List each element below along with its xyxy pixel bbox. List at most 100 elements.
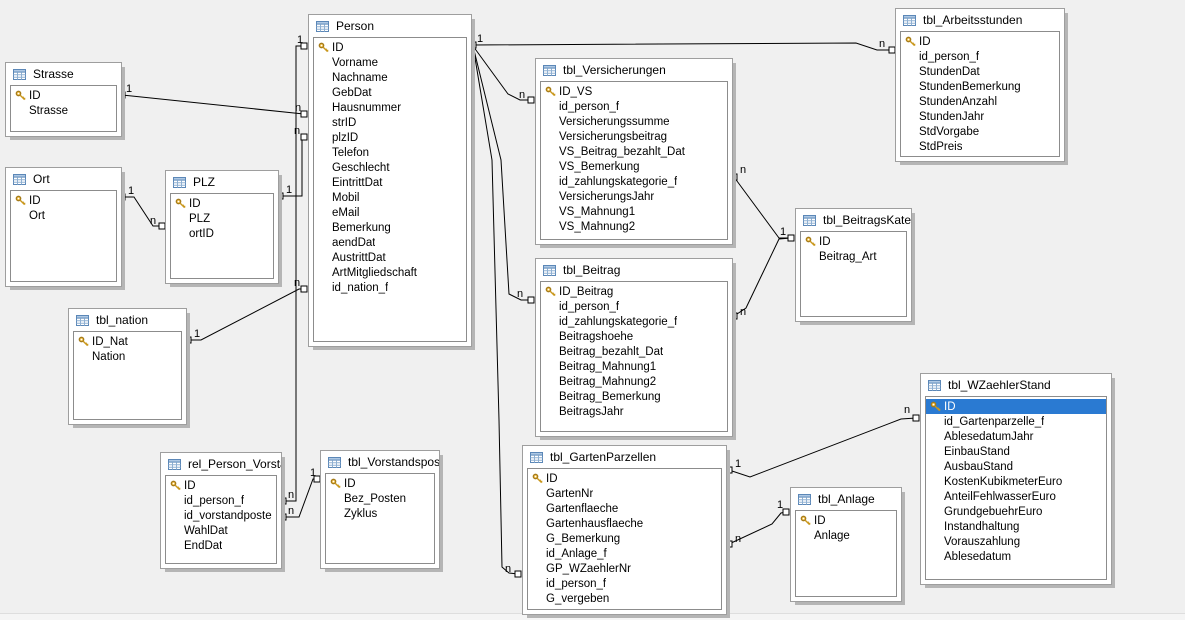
relationship-line-person-to-tbl_arbeitsstunden[interactable] bbox=[472, 42, 892, 51]
table-header[interactable]: tbl_Arbeitsstunden bbox=[896, 9, 1064, 31]
field-row-G_vergeben[interactable]: G_vergeben bbox=[528, 591, 721, 606]
field-row-Anlage[interactable]: Anlage bbox=[796, 528, 896, 543]
field-row-AusbauStand[interactable]: AusbauStand bbox=[926, 459, 1106, 474]
field-row-StundenAnzahl[interactable]: StundenAnzahl bbox=[901, 94, 1059, 109]
table-header[interactable]: PLZ bbox=[166, 171, 278, 193]
field-row-Nation[interactable]: Nation bbox=[74, 349, 181, 364]
table-header[interactable]: tbl_Anlage bbox=[791, 488, 901, 510]
field-row-VS_Mahnung2[interactable]: VS_Mahnung2 bbox=[541, 219, 727, 234]
field-row-Vorauszahlung[interactable]: Vorauszahlung bbox=[926, 534, 1106, 549]
field-row-ID[interactable]: ID bbox=[796, 513, 896, 528]
table-header[interactable]: rel_Person_Vorsta bbox=[161, 453, 281, 475]
field-row-id_Anlage_f[interactable]: id_Anlage_f bbox=[528, 546, 721, 561]
field-row-StdVorgabe[interactable]: StdVorgabe bbox=[901, 124, 1059, 139]
field-row-Zyklus[interactable]: Zyklus bbox=[326, 506, 434, 521]
relationship-line-tbl_gartenparzellen-to-tbl_wzaehlerstand[interactable] bbox=[728, 417, 917, 478]
field-row-ID[interactable]: ID bbox=[11, 193, 116, 208]
field-row-GebDat[interactable]: GebDat bbox=[314, 85, 466, 100]
field-row-Gartenflaeche[interactable]: Gartenflaeche bbox=[528, 501, 721, 516]
field-row-GP_WZaehlerNr[interactable]: GP_WZaehlerNr bbox=[528, 561, 721, 576]
field-row-ID_Beitrag[interactable]: ID_Beitrag bbox=[541, 284, 727, 299]
field-row-GartenNr[interactable]: GartenNr bbox=[528, 486, 721, 501]
table-header[interactable]: tbl_BeitragsKateg bbox=[796, 209, 911, 231]
field-row-Versicherungssumme[interactable]: Versicherungssumme bbox=[541, 114, 727, 129]
field-row-VersicherungsJahr[interactable]: VersicherungsJahr bbox=[541, 189, 727, 204]
field-row-Ort[interactable]: Ort bbox=[11, 208, 116, 223]
field-row-id_nation_f[interactable]: id_nation_f bbox=[314, 280, 466, 295]
field-row-id_Gartenparzelle_f[interactable]: id_Gartenparzelle_f bbox=[926, 414, 1106, 429]
relationship-line-strasse-to-person[interactable] bbox=[121, 94, 305, 115]
field-row-Beitrag_bezahlt_Dat[interactable]: Beitrag_bezahlt_Dat bbox=[541, 344, 727, 359]
field-row-KostenKubikmeterEuro[interactable]: KostenKubikmeterEuro bbox=[926, 474, 1106, 489]
field-row-id_vorstandposte[interactable]: id_vorstandposte bbox=[166, 508, 276, 523]
field-row-id_person_f[interactable]: id_person_f bbox=[528, 576, 721, 591]
field-row-StdPreis[interactable]: StdPreis bbox=[901, 139, 1059, 154]
field-row-id_person_f[interactable]: id_person_f bbox=[541, 99, 727, 114]
field-row-EndDat[interactable]: EndDat bbox=[166, 538, 276, 553]
field-row-Beitragshoehe[interactable]: Beitragshoehe bbox=[541, 329, 727, 344]
field-row-ID[interactable]: ID bbox=[326, 476, 434, 491]
field-row-Bez_Posten[interactable]: Bez_Posten bbox=[326, 491, 434, 506]
field-row-Beitrag_Bemerkung[interactable]: Beitrag_Bemerkung bbox=[541, 389, 727, 404]
field-row-BeitragsJahr[interactable]: BeitragsJahr bbox=[541, 404, 727, 419]
field-row-ID[interactable]: ID bbox=[171, 196, 273, 211]
relationship-line-rel_person_vorstand-to-person[interactable] bbox=[283, 45, 304, 502]
field-row-Telefon[interactable]: Telefon bbox=[314, 145, 466, 160]
field-row-Bemerkung[interactable]: Bemerkung bbox=[314, 220, 466, 235]
table-header[interactable]: Strasse bbox=[6, 63, 121, 85]
field-row-id_person_f[interactable]: id_person_f bbox=[901, 49, 1059, 64]
field-row-StundenDat[interactable]: StundenDat bbox=[901, 64, 1059, 79]
relationship-line-tbl_nation-to-person[interactable] bbox=[188, 288, 304, 341]
field-row-EinbauStand[interactable]: EinbauStand bbox=[926, 444, 1106, 459]
field-row-ArtMitgliedschaft[interactable]: ArtMitgliedschaft bbox=[314, 265, 466, 280]
field-row-GrundgebuehrEuro[interactable]: GrundgebuehrEuro bbox=[926, 504, 1106, 519]
relationship-line-person-to-tbl_beitrag[interactable] bbox=[472, 45, 531, 301]
field-row-EintrittDat[interactable]: EintrittDat bbox=[314, 175, 466, 190]
table-header[interactable]: Ort bbox=[6, 168, 121, 190]
table-header[interactable]: tbl_Beitrag bbox=[536, 259, 732, 281]
field-row-StundenBemerkung[interactable]: StundenBemerkung bbox=[901, 79, 1059, 94]
field-row-Beitrag_Mahnung1[interactable]: Beitrag_Mahnung1 bbox=[541, 359, 727, 374]
table-header[interactable]: tbl_Versicherungen bbox=[536, 59, 732, 81]
relationship-line-ort-to-plz[interactable] bbox=[122, 196, 162, 227]
field-row-Nachname[interactable]: Nachname bbox=[314, 70, 466, 85]
table-header[interactable]: tbl_GartenParzellen bbox=[523, 446, 726, 468]
field-row-Geschlecht[interactable]: Geschlecht bbox=[314, 160, 466, 175]
field-row-ID_VS[interactable]: ID_VS bbox=[541, 84, 727, 99]
table-header[interactable]: Person bbox=[309, 15, 471, 37]
field-row-ID_Nat[interactable]: ID_Nat bbox=[74, 334, 181, 349]
field-row-ID[interactable]: ID bbox=[166, 478, 276, 493]
relationship-line-tbl_beitrag-to-tbl_beitragskateg[interactable] bbox=[733, 237, 792, 317]
table-header[interactable]: tbl_WZaehlerStand bbox=[921, 374, 1111, 396]
table-header[interactable]: tbl_nation bbox=[69, 309, 186, 331]
field-row-ID[interactable]: ID bbox=[901, 34, 1059, 49]
field-row-aendDat[interactable]: aendDat bbox=[314, 235, 466, 250]
field-row-WahlDat[interactable]: WahlDat bbox=[166, 523, 276, 538]
relationship-line-person-to-tbl_gartenparzellen[interactable] bbox=[472, 45, 519, 575]
field-row-Vorname[interactable]: Vorname bbox=[314, 55, 466, 70]
field-row-Beitrag_Art[interactable]: Beitrag_Art bbox=[801, 249, 906, 264]
field-row-AustrittDat[interactable]: AustrittDat bbox=[314, 250, 466, 265]
field-row-VS_Mahnung1[interactable]: VS_Mahnung1 bbox=[541, 204, 727, 219]
table-header[interactable]: tbl_Vorstandspos bbox=[321, 451, 439, 473]
field-row-id_person_f[interactable]: id_person_f bbox=[166, 493, 276, 508]
field-row-Gartenhausflaeche[interactable]: Gartenhausflaeche bbox=[528, 516, 721, 531]
field-row-Hausnummer[interactable]: Hausnummer bbox=[314, 100, 466, 115]
field-row-id_zahlungskategorie_f[interactable]: id_zahlungskategorie_f bbox=[541, 174, 727, 189]
field-row-Mobil[interactable]: Mobil bbox=[314, 190, 466, 205]
field-row-ID[interactable]: ID bbox=[926, 399, 1106, 414]
field-row-Instandhaltung[interactable]: Instandhaltung bbox=[926, 519, 1106, 534]
field-row-eMail[interactable]: eMail bbox=[314, 205, 466, 220]
